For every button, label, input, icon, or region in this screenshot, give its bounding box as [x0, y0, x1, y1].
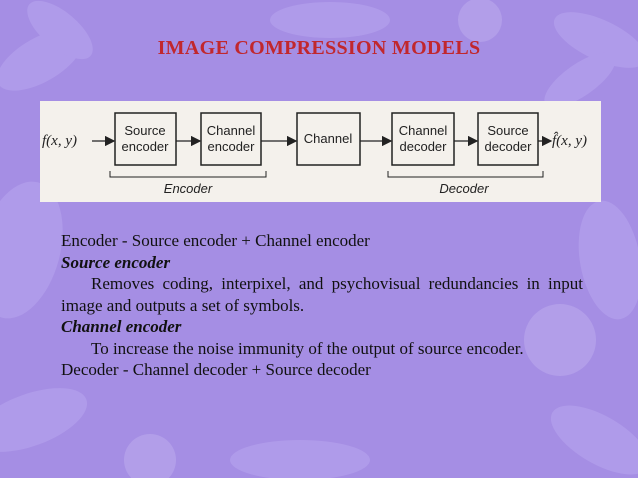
decoder-definition: Decoder - Channel decoder + Source decod…	[61, 360, 371, 379]
channel-decoder-block: Channel decoder	[391, 112, 455, 166]
source-decoder-block: Source decoder	[477, 112, 539, 166]
slide-body: Encoder - Source encoder + Channel encod…	[61, 230, 583, 381]
encoder-label: Encoder	[164, 181, 213, 196]
decoder-label: Decoder	[439, 181, 489, 196]
channel-encoder-heading: Channel encoder	[61, 317, 182, 336]
input-signal-label: f(x, y)	[42, 133, 77, 149]
channel-encoder-line2: encoder	[208, 139, 256, 154]
channel-decoder-line1: Channel	[399, 123, 448, 138]
encoder-definition: Encoder - Source encoder + Channel encod…	[61, 231, 370, 250]
channel-encoder-line1: Channel	[207, 123, 256, 138]
channel-encoder-description: To increase the noise immunity of the ou…	[91, 338, 524, 358]
channel-line1: Channel	[304, 131, 353, 146]
source-encoder-line2: encoder	[122, 139, 170, 154]
source-encoder-block: Source encoder	[114, 112, 177, 166]
compression-model-diagram: f(x, y) Source encoder Channel encoder C…	[40, 101, 601, 202]
slide-title: IMAGE COMPRESSION MODELS	[157, 37, 481, 59]
encoder-bracket	[109, 171, 267, 178]
source-decoder-line2: decoder	[485, 139, 533, 154]
source-encoder-line1: Source	[124, 123, 165, 138]
source-encoder-description: Removes coding, interpixel, and psychovi…	[61, 274, 583, 315]
source-encoder-heading: Source encoder	[61, 252, 171, 272]
channel-encoder-block: Channel encoder	[200, 112, 262, 166]
channel-decoder-line2: decoder	[400, 139, 448, 154]
decoder-bracket	[387, 171, 544, 178]
channel-block: Channel	[296, 112, 361, 166]
output-signal-label: f̂(x, y)	[552, 132, 587, 149]
source-decoder-line1: Source	[487, 123, 528, 138]
